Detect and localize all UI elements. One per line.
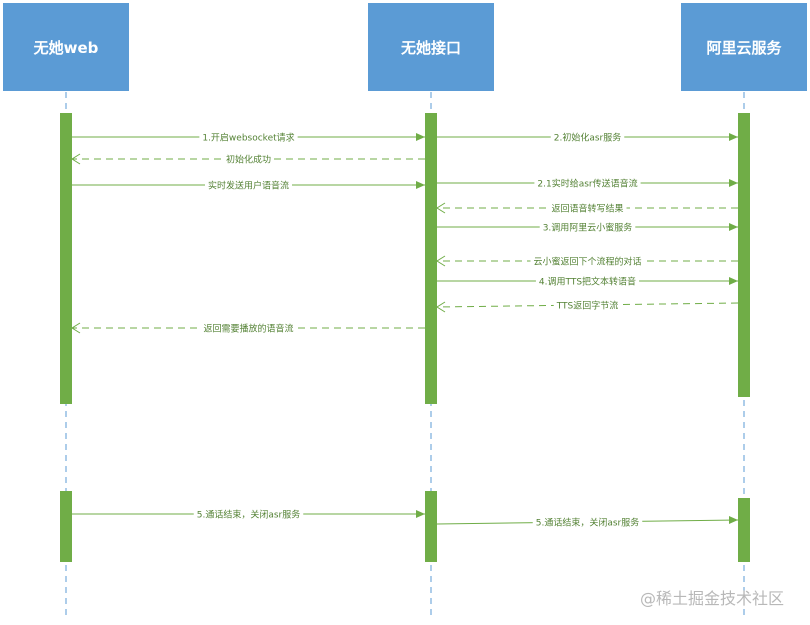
message-6: 返回语音转写结果	[436, 202, 738, 215]
arrowhead-filled	[416, 510, 425, 518]
message-9: 4.调用TTS把文本转语音	[437, 275, 738, 288]
arrowhead-open	[436, 202, 446, 214]
arrowhead-filled	[416, 133, 425, 141]
message-3: 初始化成功	[71, 153, 425, 166]
message-label-bg	[532, 516, 643, 528]
message-10: TTS返回字节流	[436, 299, 739, 313]
message-label-bg	[193, 508, 304, 520]
participant-box-api	[368, 3, 494, 91]
message-label: 实时发送用户语音流	[208, 180, 289, 192]
arrowhead-open	[71, 153, 81, 165]
message-label-bg	[199, 131, 298, 143]
message-label: 1.开启websocket请求	[202, 132, 294, 144]
message-label-bg	[550, 131, 625, 143]
arrowhead-filled	[416, 181, 425, 189]
message-2: 2.初始化asr服务	[437, 131, 738, 144]
activation-bar-web-2	[60, 491, 72, 562]
participant-label-api: 无她接口	[400, 39, 461, 57]
message-11: 返回需要播放的语音流	[71, 322, 425, 335]
message-label: 返回语音转写结果	[551, 203, 623, 215]
message-label: 返回需要播放的语音流	[203, 323, 293, 335]
participant-label-ali: 阿里云服务	[706, 39, 782, 57]
arrowhead-open	[71, 322, 81, 334]
activation-bar-ali-1	[738, 113, 750, 397]
message-label-bg	[200, 322, 297, 334]
arrowhead-filled	[729, 223, 738, 231]
activation-bar-ali-2	[738, 498, 750, 562]
message-12: 5.通话结束，关闭asr服务	[72, 508, 425, 521]
message-5: 2.1实时给asr传送语音流	[437, 177, 738, 190]
message-label: 2.初始化asr服务	[554, 132, 622, 144]
message-label: 3.调用阿里云小蜜服务	[543, 222, 633, 234]
message-label-bg	[539, 221, 636, 233]
arrowhead-filled	[729, 133, 738, 141]
message-label-bg	[535, 275, 640, 287]
message-1: 1.开启websocket请求	[72, 131, 425, 144]
message-label-bg	[553, 299, 622, 311]
message-4: 实时发送用户语音流	[72, 179, 425, 192]
message-label-bg	[534, 177, 641, 189]
message-7: 3.调用阿里云小蜜服务	[437, 221, 738, 234]
message-label: 5.通话结束，关闭asr服务	[536, 517, 640, 529]
message-label-bg	[222, 153, 275, 165]
activation-bar-api-1	[425, 113, 437, 404]
message-label: 初始化成功	[226, 154, 271, 166]
message-8: 云小蜜返回下个流程的对话	[436, 255, 738, 268]
message-label-bg	[530, 255, 645, 267]
activation-bar-web-1	[60, 113, 72, 404]
arrowhead-open	[436, 301, 446, 313]
message-label: 4.调用TTS把文本转语音	[539, 276, 636, 288]
message-label-bg	[204, 179, 293, 191]
activation-bar-api-2	[425, 491, 437, 562]
arrowhead-open	[436, 255, 446, 267]
arrowhead-filled	[729, 277, 738, 285]
message-label: 5.通话结束，关闭asr服务	[197, 509, 301, 521]
message-label: TTS返回字节流	[556, 300, 619, 312]
message-label-bg	[548, 202, 627, 214]
message-label: 2.1实时给asr传送语音流	[537, 178, 637, 190]
participant-label-web: 无她web	[33, 39, 99, 57]
participant-box-ali	[681, 3, 807, 91]
message-label: 云小蜜返回下个流程的对话	[533, 256, 641, 268]
arrowhead-filled	[729, 179, 738, 187]
arrowhead-filled	[729, 516, 738, 524]
watermark-text: @稀土掘金技术社区	[640, 589, 785, 608]
message-13: 5.通话结束，关闭asr服务	[436, 516, 739, 529]
participant-box-web	[3, 3, 129, 91]
